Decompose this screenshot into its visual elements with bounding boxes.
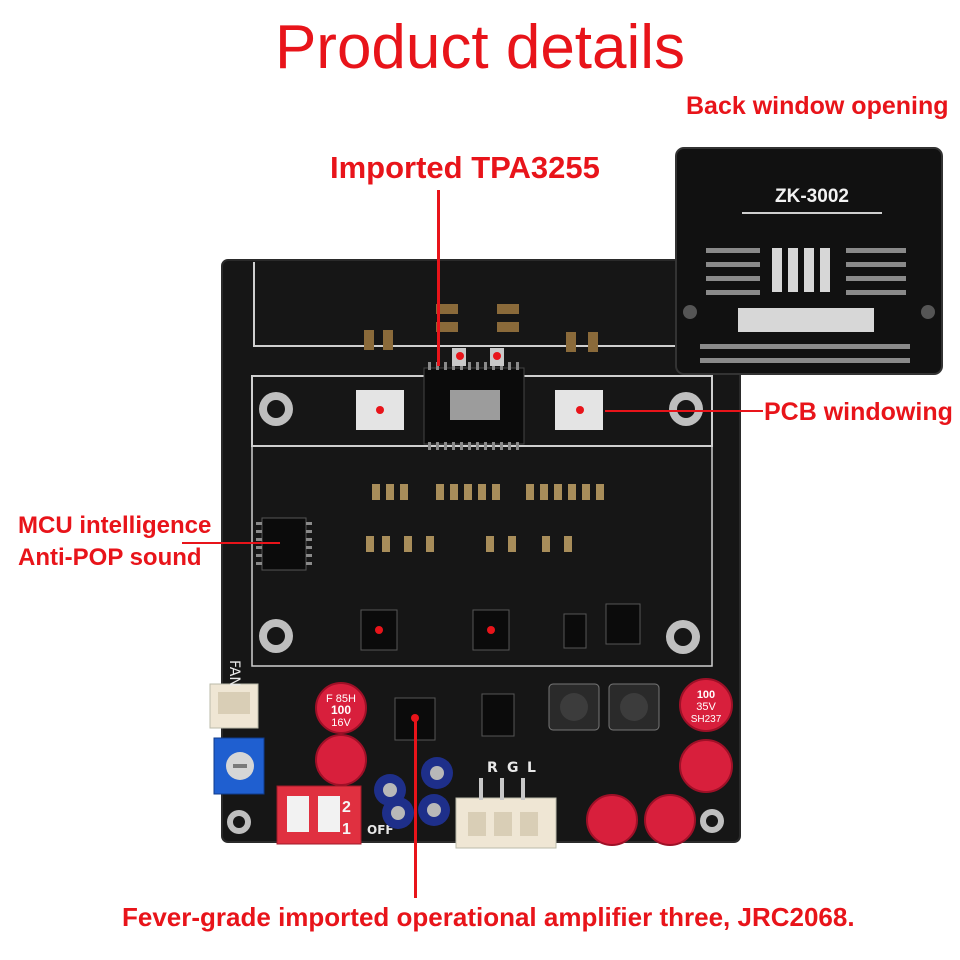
- electrolytic-cap: F 85H 100 16V: [315, 682, 367, 734]
- mcu-label-line2: Anti-POP sound: [18, 544, 202, 571]
- electrolytic-cap: [679, 739, 733, 793]
- output-silk-label: G: [507, 760, 519, 776]
- output-silk-label: L: [527, 760, 536, 776]
- opamp-pointer-line: [414, 720, 417, 898]
- electrolytic-cap: [315, 734, 367, 786]
- back-board: ZK-3002: [675, 147, 943, 375]
- mounting-hole: [227, 392, 724, 834]
- tpa3255-pointer-line: [437, 190, 440, 366]
- opamp-label: Fever-grade imported operational amplifi…: [122, 902, 855, 932]
- back-board-model: ZK-3002: [775, 186, 849, 207]
- output-silk-label: R: [487, 760, 498, 776]
- cap-text: 35V: [696, 701, 716, 713]
- back-window-label: Back window opening: [686, 92, 949, 120]
- pcb-windowing-pointer-line: [605, 410, 763, 412]
- cap-text: F 85H: [326, 693, 356, 705]
- electrolytic-cap: 100 35V SH237: [679, 678, 733, 732]
- tpa3255-label: Imported TPA3255: [330, 150, 600, 185]
- pcb-windowing-label: PCB windowing: [764, 398, 953, 426]
- mcu-pointer-line: [182, 542, 280, 544]
- mcu-label-line1: MCU intelligence: [18, 512, 212, 539]
- cap-text: 16V: [331, 717, 351, 729]
- blue-capacitor: [374, 757, 453, 829]
- cap-text: 100: [697, 689, 715, 701]
- dip-number: 2: [342, 799, 351, 816]
- cap-text: SH237: [691, 714, 722, 725]
- mcu-chip: [261, 517, 307, 571]
- dip-number: 1: [342, 821, 351, 838]
- electrolytic-cap: [644, 794, 696, 846]
- cap-text: 100: [331, 703, 351, 717]
- off-silk-label: OFF: [367, 823, 394, 837]
- mcu-label: MCU intelligence Anti-POP sound: [18, 510, 211, 574]
- page-title: Product details: [274, 13, 686, 82]
- fan-silk-label: FAN: [226, 660, 242, 687]
- electrolytic-cap: [586, 794, 638, 846]
